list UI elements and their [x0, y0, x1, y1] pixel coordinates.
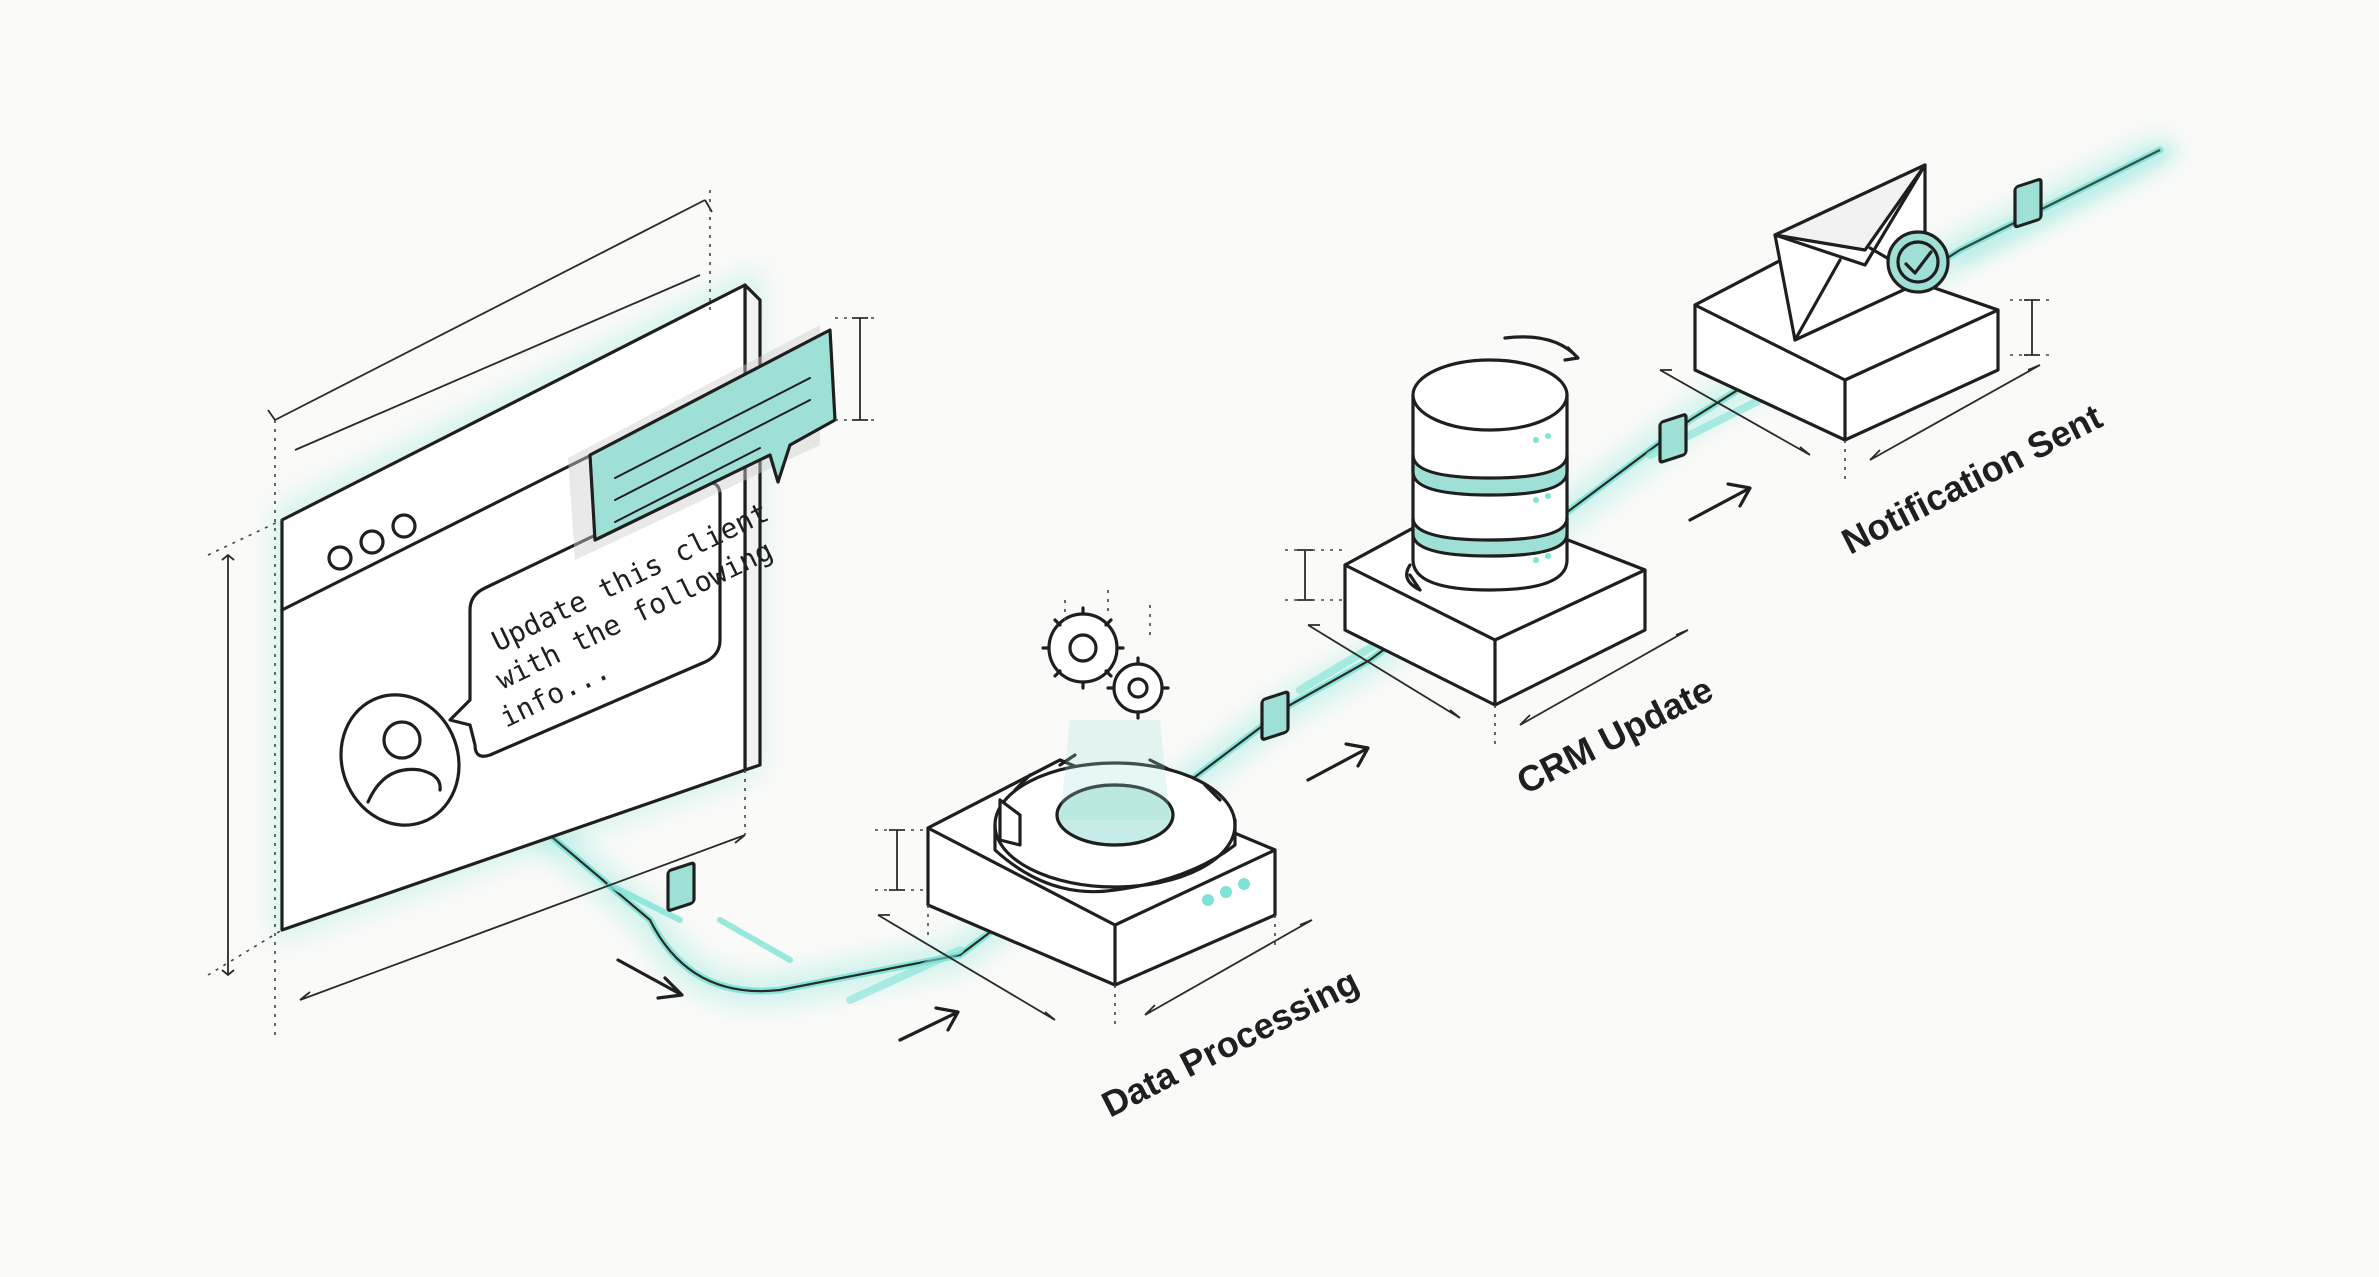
input-stage: Update this client with the following in…: [207, 190, 880, 1040]
database-icon: [1411, 358, 1569, 592]
processing-stage: Data Processing: [875, 590, 1365, 1125]
arrow-icon: [898, 1006, 960, 1042]
user-avatar-icon: [339, 693, 461, 827]
arrow-icon: [1688, 482, 1752, 522]
document-packet-icon: [1260, 690, 1290, 741]
crm-stage: CRM Update: [1285, 335, 1719, 802]
document-packet-icon: [666, 861, 696, 912]
document-packet-icon: [1658, 413, 1688, 464]
arrow-icon: [616, 958, 684, 1000]
stage-label: CRM Update: [1510, 668, 1719, 802]
dimension-lines: [207, 190, 880, 1040]
chat-bubble-icon: [448, 481, 722, 758]
dimension-lines: [875, 829, 1313, 1030]
check-badge-icon: [1886, 230, 1950, 294]
gear-icon: [1106, 656, 1170, 720]
arrow-icon: [1306, 742, 1370, 782]
chat-bubble-icon: [568, 325, 837, 560]
document-packet-icon: [2013, 177, 2043, 229]
gear-icon: [1041, 606, 1125, 690]
notification-stage: Notification Sent: [1659, 163, 2108, 562]
dimension-lines: [1285, 549, 1689, 745]
dimension-lines: [1659, 299, 2055, 480]
gear-icon: [993, 753, 1237, 894]
stage-label: Data Processing: [1095, 961, 1365, 1126]
